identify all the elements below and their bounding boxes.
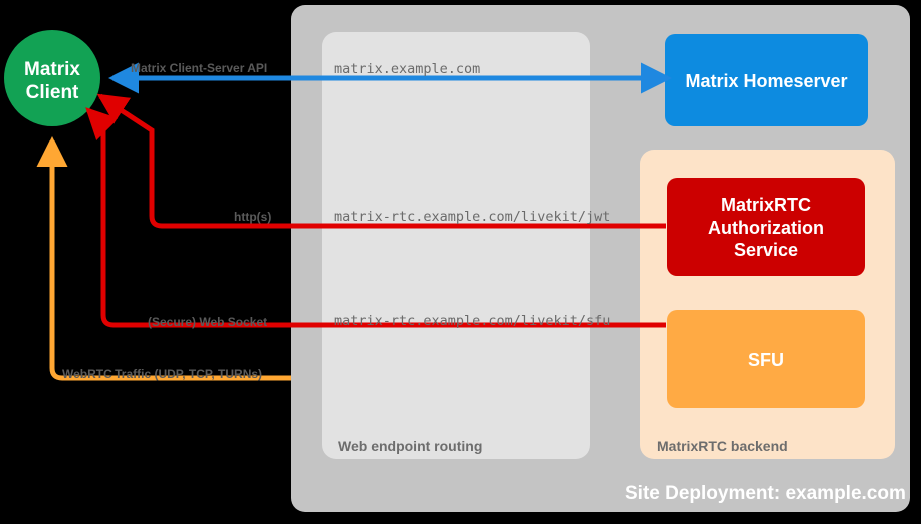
connection-websocket-line <box>85 107 666 328</box>
connection-websocket-label: (Secure) Web Socket <box>148 315 268 329</box>
client-label-line2: Client <box>25 82 79 104</box>
group-matrixrtc-backend-label: MatrixRTC backend <box>657 438 788 454</box>
auth-label-line1: MatrixRTC <box>720 195 811 215</box>
group-web-endpoint-routing-label: Web endpoint routing <box>338 438 483 454</box>
endpoint-url-livekit-sfu: matrix-rtc.example.com/livekit/sfu <box>334 313 611 329</box>
node-sfu[interactable] <box>667 310 865 408</box>
node-matrix-homeserver-label: Matrix Homeserver <box>685 71 848 91</box>
group-web-endpoint-routing <box>322 32 590 459</box>
connection-https-line <box>96 93 666 229</box>
node-sfu-label: SFU <box>748 350 784 370</box>
connection-webrtc-label: WebRTC Traffic (UDP, TCP, TURNs) <box>62 367 263 381</box>
auth-label-line2: Authorization <box>708 217 824 238</box>
auth-label-line3: Service <box>733 240 799 260</box>
connection-client-server-api-label: Matrix Client-Server API <box>131 61 268 75</box>
connection-webrtc-line <box>36 136 666 381</box>
node-matrixrtc-authorization-service[interactable] <box>667 178 865 276</box>
connection-https-label: http(s) <box>234 210 272 224</box>
group-site-deployment-label: Site Deployment: example.com <box>625 483 906 504</box>
client-label-line1: Matrix <box>24 59 80 80</box>
node-matrix-client[interactable] <box>4 30 100 126</box>
endpoint-url-livekit-jwt: matrix-rtc.example.com/livekit/jwt <box>334 209 611 225</box>
endpoint-url-matrix: matrix.example.com <box>334 61 481 77</box>
node-matrix-homeserver[interactable] <box>665 34 868 126</box>
